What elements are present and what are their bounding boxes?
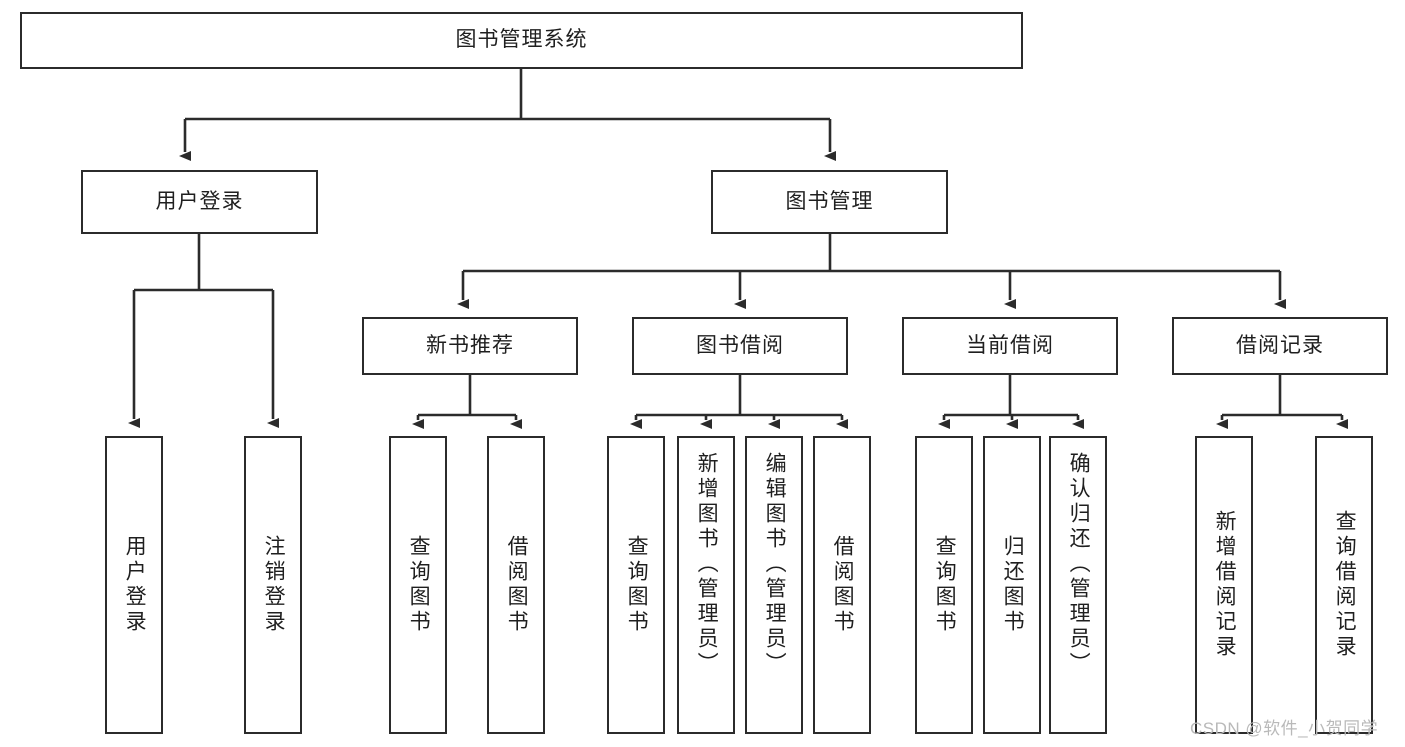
node-user-login-label: 用户登录 <box>155 189 244 213</box>
node-book-management-label: 图书管理 <box>785 189 874 213</box>
node-book-management[interactable]: 图书管理 <box>711 170 948 234</box>
node-leaf-query-book-1[interactable]: 查询图书 <box>389 436 447 734</box>
node-leaf-user-login[interactable]: 用户登录 <box>105 436 163 734</box>
node-leaf-add-book-label: 新增图书（管理员） <box>695 452 719 677</box>
node-leaf-confirm-return-label: 确认归还（管理员） <box>1067 452 1091 677</box>
node-new-book-recommend-label: 新书推荐 <box>426 333 514 357</box>
node-leaf-user-logout[interactable]: 注销登录 <box>244 436 302 734</box>
node-leaf-query-record-label: 查询借阅记录 <box>1333 510 1357 660</box>
node-leaf-add-book[interactable]: 新增图书（管理员） <box>677 436 735 734</box>
node-leaf-query-book-3[interactable]: 查询图书 <box>915 436 973 734</box>
node-leaf-borrow-book-1[interactable]: 借阅图书 <box>487 436 545 734</box>
node-root-label: 图书管理系统 <box>455 28 588 52</box>
node-leaf-return-book-label: 归还图书 <box>1001 535 1025 635</box>
node-leaf-user-login-label: 用户登录 <box>123 535 147 635</box>
node-current-borrow-label: 当前借阅 <box>966 333 1054 357</box>
node-leaf-confirm-return[interactable]: 确认归还（管理员） <box>1049 436 1107 734</box>
node-leaf-query-book-3-label: 查询图书 <box>933 535 957 635</box>
node-leaf-return-book[interactable]: 归还图书 <box>983 436 1041 734</box>
node-leaf-add-record[interactable]: 新增借阅记录 <box>1195 436 1253 734</box>
node-borrow-record-label: 借阅记录 <box>1236 333 1324 357</box>
node-leaf-edit-book-label: 编辑图书（管理员） <box>763 452 787 677</box>
node-leaf-query-book-1-label: 查询图书 <box>407 535 431 635</box>
node-root[interactable]: 图书管理系统 <box>20 12 1023 69</box>
node-book-borrow[interactable]: 图书借阅 <box>632 317 848 375</box>
node-leaf-borrow-book-2[interactable]: 借阅图书 <box>813 436 871 734</box>
node-leaf-borrow-book-1-label: 借阅图书 <box>505 535 529 635</box>
node-leaf-query-book-2-label: 查询图书 <box>625 535 649 635</box>
node-leaf-user-logout-label: 注销登录 <box>262 535 286 635</box>
node-user-login[interactable]: 用户登录 <box>81 170 318 234</box>
node-new-book-recommend[interactable]: 新书推荐 <box>362 317 578 375</box>
node-leaf-borrow-book-2-label: 借阅图书 <box>831 535 855 635</box>
node-leaf-query-book-2[interactable]: 查询图书 <box>607 436 665 734</box>
node-leaf-query-record[interactable]: 查询借阅记录 <box>1315 436 1373 734</box>
node-current-borrow[interactable]: 当前借阅 <box>902 317 1118 375</box>
node-leaf-edit-book[interactable]: 编辑图书（管理员） <box>745 436 803 734</box>
node-borrow-record[interactable]: 借阅记录 <box>1172 317 1388 375</box>
csdn-watermark: CSDN @软件_小贺同学 <box>1190 719 1379 738</box>
node-book-borrow-label: 图书借阅 <box>696 333 784 357</box>
node-leaf-add-record-label: 新增借阅记录 <box>1213 510 1237 660</box>
